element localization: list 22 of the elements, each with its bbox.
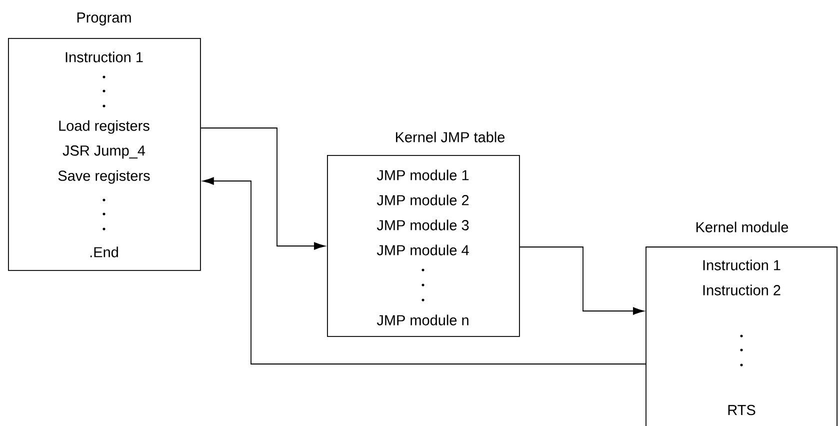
box-line: JMP module n <box>376 314 468 326</box>
box-line: .End <box>90 246 118 258</box>
box-heading: Program <box>77 12 131 26</box>
box-line: JMP module 2 <box>376 194 469 206</box>
box-line: Save registers <box>58 170 150 184</box>
box-heading: Kernel module <box>696 222 788 232</box>
box-line: JMP module 4 <box>376 244 469 256</box>
box <box>646 222 838 426</box>
box-line: Load registers <box>59 120 150 134</box>
arrow <box>202 177 646 364</box>
box <box>8 12 201 271</box>
box-line: Instruction 1 <box>66 52 143 62</box>
arrow <box>200 128 326 250</box>
box-heading: Kernel JMP table <box>396 132 505 142</box>
box-line: JMP module 3 <box>376 220 469 230</box>
box-line: Instruction 2 <box>703 284 780 296</box>
box-line: RTS <box>728 404 756 416</box>
box-line: JMP module 1 <box>376 170 469 180</box>
arrow <box>519 246 644 315</box>
box-line: JSR Jump_4 <box>62 145 146 159</box>
box <box>327 132 520 337</box>
box-line: Instruction 1 <box>703 260 780 270</box>
